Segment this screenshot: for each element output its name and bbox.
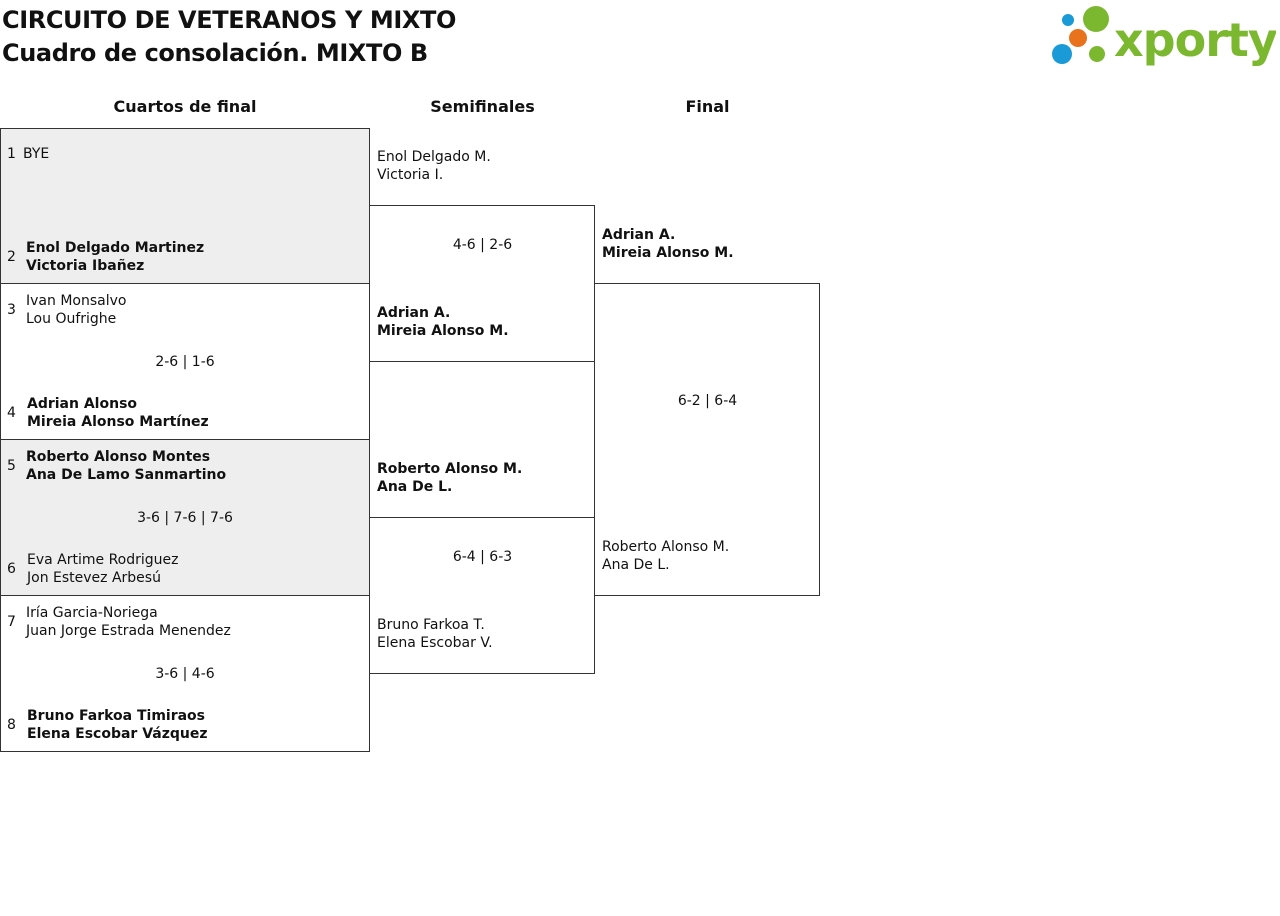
player-name: Iría Garcia-Noriega <box>26 605 158 621</box>
player-name: Elena Escobar V. <box>377 635 493 651</box>
player-name: Juan Jorge Estrada Menendez <box>26 623 231 639</box>
player-name: Victoria Ibañez <box>26 258 145 274</box>
team-entry[interactable]: Eva Artime Rodriguez Jon Estevez Arbesú <box>27 551 179 587</box>
player-name: Mireia Alonso Martínez <box>27 414 209 430</box>
player-name: Eva Artime Rodriguez <box>27 552 179 568</box>
player-name: Adrian A. <box>602 227 676 243</box>
player-name: Jon Estevez Arbesú <box>27 570 161 586</box>
quarterfinal-match-1 <box>0 128 370 284</box>
page-title: CIRCUITO DE VETERANOS Y MIXTO Cuadro de … <box>2 4 456 70</box>
player-name: Bruno Farkoa Timiraos <box>27 708 206 724</box>
team-entry[interactable]: Iría Garcia-Noriega Juan Jorge Estrada M… <box>26 604 231 640</box>
match-score: 4-6 | 2-6 <box>452 237 513 253</box>
team-entry-winner[interactable]: Adrian A. Mireia Alonso M. <box>602 226 734 262</box>
team-entry[interactable]: Bruno Farkoa T. Elena Escobar V. <box>377 616 493 652</box>
seed-number: 5 <box>7 458 16 474</box>
team-entry-winner[interactable]: Roberto Alonso M. Ana De L. <box>377 460 522 496</box>
team-entry[interactable]: Enol Delgado M. Victoria I. <box>377 148 491 184</box>
round-header-final: Final <box>685 97 730 116</box>
final-match <box>594 283 820 596</box>
team-entry-winner[interactable]: Bruno Farkoa Timiraos Elena Escobar Vázq… <box>27 707 208 743</box>
player-name: Mireia Alonso M. <box>377 323 509 339</box>
team-entry[interactable]: Roberto Alonso M. Ana De L. <box>602 538 729 574</box>
player-name: Adrian Alonso <box>27 396 138 412</box>
player-name: Ana De Lamo Sanmartino <box>26 467 227 483</box>
match-score: 3-6 | 4-6 <box>155 666 215 682</box>
player-name: Elena Escobar Vázquez <box>27 726 208 742</box>
player-name: Mireia Alonso M. <box>602 245 734 261</box>
seed-number: 4 <box>7 405 16 421</box>
seed-number: 6 <box>7 561 16 577</box>
player-name: Roberto Alonso Montes <box>26 449 211 465</box>
player-name: Roberto Alonso M. <box>602 539 730 555</box>
player-name: Roberto Alonso M. <box>377 461 523 477</box>
player-name: Ivan Monsalvo <box>26 293 127 309</box>
player-name: Bruno Farkoa T. <box>377 617 485 633</box>
player-name: Lou Oufrighe <box>26 311 117 327</box>
match-score: 6-4 | 6-3 <box>452 549 513 565</box>
xporty-logo[interactable]: xporty <box>1050 4 1279 67</box>
player-name: Enol Delgado Martinez <box>26 240 205 256</box>
seed-number: 2 <box>7 249 16 265</box>
player-name: Adrian A. <box>377 305 451 321</box>
team-entry-winner[interactable]: Adrian Alonso Mireia Alonso Martínez <box>27 395 209 431</box>
player-name: Victoria I. <box>377 167 444 183</box>
title-line-1: CIRCUITO DE VETERANOS Y MIXTO <box>2 6 456 34</box>
title-line-2: Cuadro de consolación. MIXTO B <box>2 39 428 67</box>
player-name: Ana De L. <box>377 479 453 495</box>
seed-number: 7 <box>7 614 16 630</box>
round-header-quarterfinals: Cuartos de final <box>113 97 257 116</box>
team-entry[interactable]: BYE <box>23 145 49 163</box>
seed-number: 3 <box>7 302 16 318</box>
player-name: Enol Delgado M. <box>377 149 491 165</box>
team-entry-winner[interactable]: Enol Delgado Martinez Victoria Ibañez <box>26 239 204 275</box>
round-header-semifinals: Semifinales <box>430 97 535 116</box>
player-name: BYE <box>23 146 50 162</box>
match-score: 3-6 | 7-6 | 7-6 <box>137 510 233 526</box>
player-name: Ana De L. <box>602 557 670 573</box>
team-entry-winner[interactable]: Adrian A. Mireia Alonso M. <box>377 304 509 340</box>
seed-number: 8 <box>7 717 16 733</box>
match-score: 6-2 | 6-4 <box>677 393 738 409</box>
team-entry[interactable]: Ivan Monsalvo Lou Oufrighe <box>26 292 126 328</box>
quarterfinal-match-3 <box>0 439 370 596</box>
match-score: 2-6 | 1-6 <box>155 354 215 370</box>
logo-wordmark: xporty <box>1114 13 1276 66</box>
team-entry-winner[interactable]: Roberto Alonso Montes Ana De Lamo Sanmar… <box>26 448 226 484</box>
seed-number: 1 <box>7 146 16 162</box>
